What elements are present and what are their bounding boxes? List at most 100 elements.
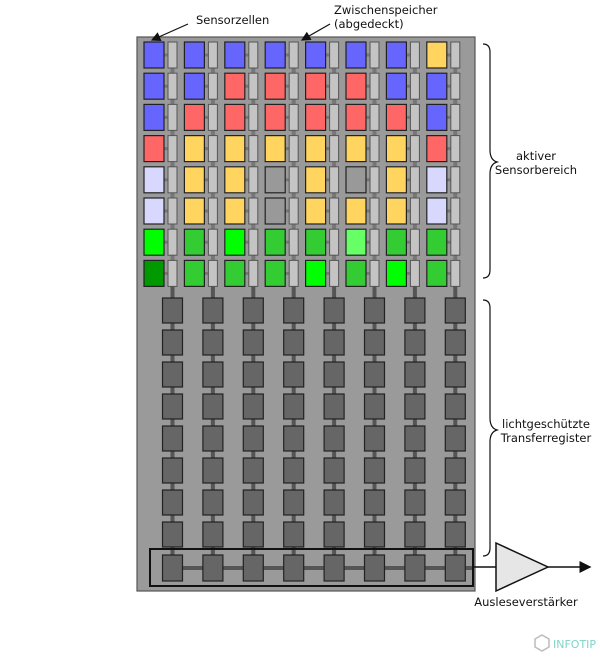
sensor-cell: [385, 103, 407, 132]
transfer-register-cell: [323, 329, 345, 356]
transfer-register-cell: [323, 457, 345, 484]
transfer-register-cell: [323, 521, 345, 548]
transfer-register-cell: [242, 457, 264, 484]
transfer-register-cell: [242, 329, 264, 356]
transfer-register-cell: [161, 393, 184, 420]
transfer-register-cell: [404, 521, 426, 548]
sensor-cell: [183, 41, 205, 69]
sensor-cell: [385, 228, 407, 256]
buffer-cell: [288, 135, 299, 163]
sensor-cell: [143, 72, 165, 100]
buffer-cell: [450, 259, 461, 287]
buffer-cell: [369, 197, 380, 225]
transfer-register-cell: [283, 425, 305, 452]
transfer-register-cell: [363, 329, 386, 356]
buffer-cell: [207, 166, 218, 194]
buffer-cell: [248, 41, 259, 69]
transfer-register-cell: [404, 329, 426, 356]
transfer-register-cell: [161, 361, 184, 388]
sensor-cell: [224, 259, 246, 287]
sensor-cell: [345, 166, 367, 194]
transfer-area-label-line2: Transferregister: [500, 431, 592, 445]
transfer-register-cell: [404, 361, 426, 388]
hexagon-c-logo-icon: [534, 634, 550, 652]
sensor-cell: [143, 166, 165, 194]
sensor-cell: [224, 103, 246, 132]
sensor-cell: [345, 135, 367, 163]
output-register-cell: [161, 554, 184, 582]
transfer-register-cell: [404, 393, 426, 420]
buffer-cell: [248, 103, 259, 131]
buffer-cell: [450, 197, 461, 225]
buffer-cell: [450, 72, 461, 100]
sensor-cell: [183, 197, 205, 225]
sensor-cell: [305, 259, 327, 287]
sensor-cells-label: Sensorzellen: [196, 13, 269, 27]
buffer-cell: [329, 166, 340, 194]
transfer-register-cell: [363, 297, 386, 324]
sensor-cell: [143, 228, 165, 256]
transfer-register-cell: [404, 489, 426, 516]
sensor-cell: [143, 259, 165, 287]
sensor-cell: [426, 135, 448, 163]
buffer-cell: [248, 259, 259, 287]
buffer-cell: [167, 41, 178, 69]
buffer-cell: [207, 41, 218, 69]
sensor-cell: [426, 72, 448, 100]
buffer-cell: [369, 259, 380, 287]
buffer-cell: [450, 228, 461, 256]
transfer-register-cell: [323, 425, 345, 452]
transfer-register-cell: [283, 329, 305, 356]
buffer-cell: [288, 103, 299, 131]
sensor-cell: [305, 72, 327, 100]
sensor-cell: [345, 197, 367, 225]
buffer-cell: [329, 228, 340, 256]
sensor-cell: [183, 166, 205, 194]
buffer-cell: [409, 259, 420, 287]
transfer-register-cell: [444, 521, 466, 548]
sensor-cell: [385, 197, 407, 225]
buffer-cell: [450, 135, 461, 163]
buffer-cell: [167, 228, 178, 256]
transfer-register-cell: [323, 489, 345, 516]
transfer-register-cell: [363, 361, 386, 388]
sensor-cell: [264, 166, 286, 194]
transfer-register-cell: [363, 425, 386, 452]
output-register-cell: [283, 554, 305, 582]
transfer-register-cell: [161, 489, 184, 516]
transfer-register-cell: [283, 393, 305, 420]
transfer-register-cell: [323, 393, 345, 420]
sensor-cell: [224, 228, 246, 256]
sensor-cell: [426, 259, 448, 287]
buffer-pointer: [300, 23, 331, 41]
buffer-cell: [369, 103, 380, 131]
sensor-cell: [385, 135, 407, 163]
sensor-cell: [426, 103, 448, 132]
buffer-cell: [409, 135, 420, 163]
transfer-register-cell: [323, 361, 345, 388]
transfer-register-cell: [363, 393, 386, 420]
buffer-cell: [288, 166, 299, 194]
sensor-cell: [385, 259, 407, 287]
transfer-register-cell: [444, 329, 466, 356]
buffer-cell: [450, 166, 461, 194]
buffer-cell: [207, 72, 218, 100]
sensor-cell: [426, 197, 448, 225]
transfer-register-cell: [242, 425, 264, 452]
buffer-label-line1: Zwischenspeicher: [334, 3, 438, 17]
sensor-cell: [264, 103, 286, 132]
transfer-register-cell: [202, 489, 224, 516]
sensor-cell: [183, 103, 205, 132]
output-register-cell: [444, 554, 466, 582]
buffer-cell: [248, 72, 259, 100]
transfer-register-cell: [404, 297, 426, 324]
transfer-register-cell: [202, 297, 224, 324]
transfer-register-cell: [444, 361, 466, 388]
transfer-register-cell: [161, 457, 184, 484]
buffer-cell: [369, 72, 380, 100]
pixel-grid: [143, 41, 473, 582]
transfer-register-cell: [283, 489, 305, 516]
sensor-cell: [224, 135, 246, 163]
transfer-register-cell: [202, 457, 224, 484]
